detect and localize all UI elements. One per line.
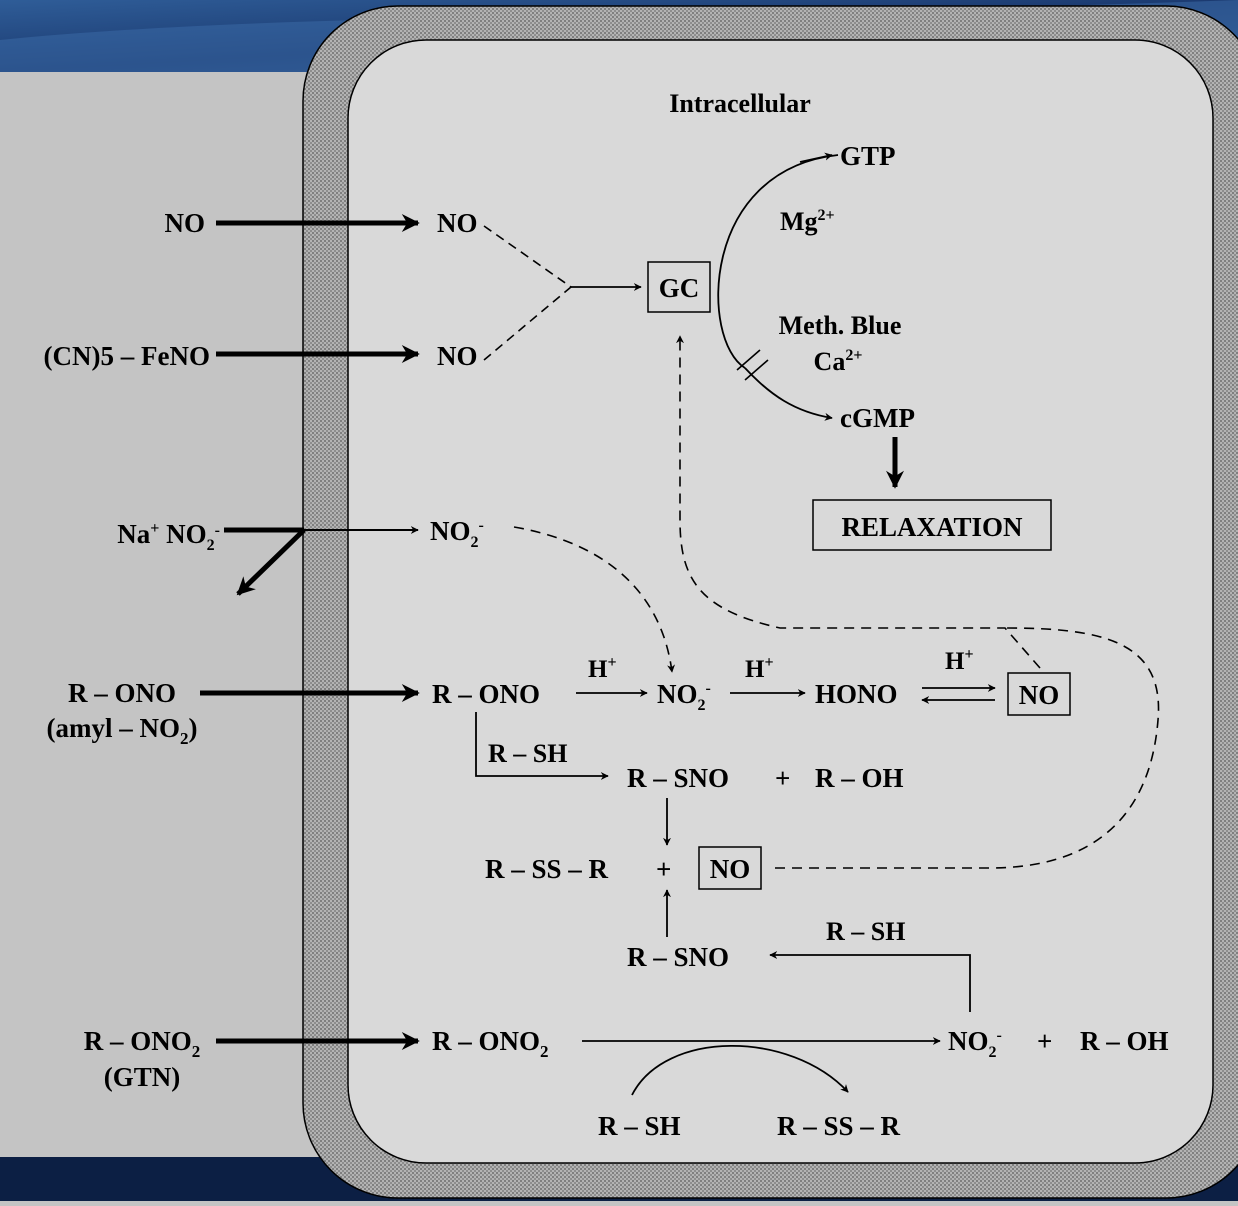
r-sh-to-r-ss-r-curve xyxy=(631,1045,849,1096)
nitrite-ion-bottom: NO2- xyxy=(948,1026,1002,1061)
gtp-cgmp-curve xyxy=(717,154,839,369)
amyl-nitrite-label: (amyl – NO2) xyxy=(47,713,198,748)
r-oh-label-1: R – OH xyxy=(815,763,904,793)
cgmp-label: cGMP xyxy=(840,403,915,433)
ca-label: Ca2+ xyxy=(814,347,863,376)
r-ono2-intracellular: R – ONO2 xyxy=(432,1026,549,1061)
r-ono-to-r-sno-branch xyxy=(475,712,609,780)
r-oh-label-2: R – OH xyxy=(1080,1026,1169,1056)
no-boxed-lower: NO xyxy=(710,854,751,884)
gc-label: GC xyxy=(659,273,700,303)
methylene-blue-inhibition-mark xyxy=(736,349,769,381)
arrow-nitrite-efflux xyxy=(236,528,306,596)
intracellular-title: Intracellular xyxy=(669,89,811,118)
no-boxed-upper: NO xyxy=(1019,680,1060,710)
r-ss-r-label-1: R – SS – R xyxy=(485,854,609,884)
alkyl-nitrite-label: R – ONO xyxy=(68,678,176,708)
no-box-lower xyxy=(698,846,762,890)
r-ono-intracellular: R – ONO xyxy=(432,679,540,709)
gc-box xyxy=(647,261,711,313)
plus-2: + xyxy=(656,854,671,884)
no-top: NO xyxy=(437,208,478,238)
sodium-nitrite-label: Na+ NO2- xyxy=(117,519,220,554)
plus-3: + xyxy=(1037,1026,1052,1056)
no-middle: NO xyxy=(437,341,478,371)
no-label-left: NO xyxy=(165,208,206,238)
no-convergence-lines xyxy=(483,225,572,361)
entry-arrows xyxy=(200,214,420,1050)
h-plus-2: H+ xyxy=(745,654,774,683)
relaxation-label: RELAXATION xyxy=(841,512,1023,542)
relaxation-box xyxy=(812,499,1052,551)
nitrite-ion-top: NO2- xyxy=(430,516,484,551)
gtn-label: (GTN) xyxy=(104,1062,181,1092)
r-sh-label-2: R – SH xyxy=(826,917,905,946)
hono-no-equilibrium-arrows xyxy=(921,684,996,704)
no-to-gc-dashed-loop xyxy=(676,335,1041,669)
r-sh-label-3: R – SH xyxy=(598,1111,681,1141)
cgmp-curve xyxy=(744,367,833,421)
plus-1: + xyxy=(775,763,790,793)
nitrite-ion-middle: NO2- xyxy=(657,679,711,714)
h-plus-1: H+ xyxy=(588,654,617,683)
meth-blue-label: Meth. Blue xyxy=(779,311,902,340)
nitroprusside-label: (CN)5 – FeNO xyxy=(44,341,210,371)
nitrite-to-r-sno-arrow xyxy=(769,951,971,1012)
r-ss-r-label-2: R – SS – R xyxy=(777,1111,901,1141)
hono-label: HONO xyxy=(815,679,898,709)
h-plus-3: H+ xyxy=(945,646,974,675)
no-lower-to-loop-dashed xyxy=(775,627,1160,869)
r-sh-label-1: R – SH xyxy=(488,739,567,768)
no-box-upper xyxy=(1007,672,1071,716)
mg-label: Mg2+ xyxy=(780,207,835,236)
nitrate-label: R – ONO2 xyxy=(84,1026,201,1061)
r-sno-label-1: R – SNO xyxy=(627,763,729,793)
gtp-label: GTP xyxy=(840,141,896,171)
cell-interior xyxy=(347,39,1214,1164)
arrow-head-gtp xyxy=(799,152,833,163)
r-sno-label-2: R – SNO xyxy=(627,942,729,972)
